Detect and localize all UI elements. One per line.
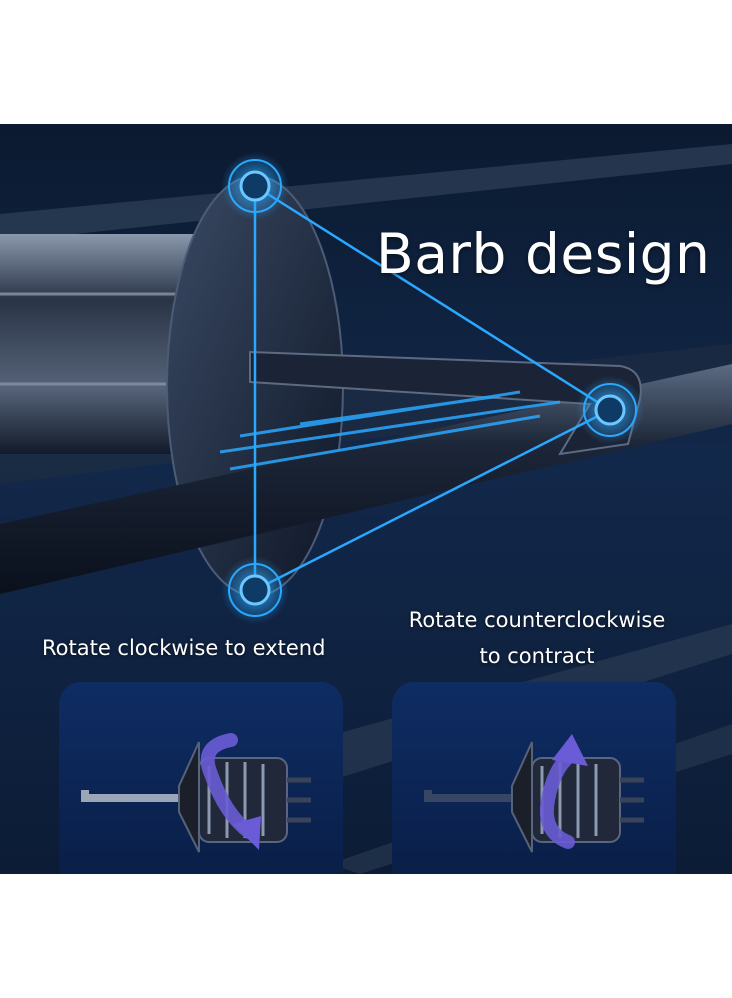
vent-slat-top: [0, 144, 732, 242]
anchor-point-top: [221, 152, 289, 220]
anchor-point-right: [576, 376, 644, 444]
rotate-counterclockwise-arrow-icon: [540, 734, 588, 849]
triangle-guide: [253, 184, 611, 592]
vent-rod: [0, 364, 732, 594]
product-photo: Barb design Rotate clockwise to extend R…: [0, 124, 732, 874]
hook-icon: [424, 790, 512, 802]
headline: Barb design: [376, 222, 711, 286]
barb-hook: [249, 350, 642, 456]
motion-lines: [219, 390, 561, 471]
rotate-clockwise-arrow-icon: [200, 733, 261, 850]
caption-clockwise: Rotate clockwise to extend: [42, 636, 326, 660]
detail-panel-counterclockwise: [392, 682, 676, 874]
caption-counterclockwise-line1: Rotate counterclockwise: [408, 608, 666, 632]
detail-panel-clockwise: [59, 682, 343, 874]
caption-counterclockwise: Rotate counterclockwise to contract: [372, 602, 702, 674]
clip-cylinder: [0, 234, 200, 454]
anchor-point-bottom: [221, 556, 289, 624]
hook-icon: [81, 790, 179, 802]
caption-counterclockwise-line2: to contract: [479, 644, 595, 668]
